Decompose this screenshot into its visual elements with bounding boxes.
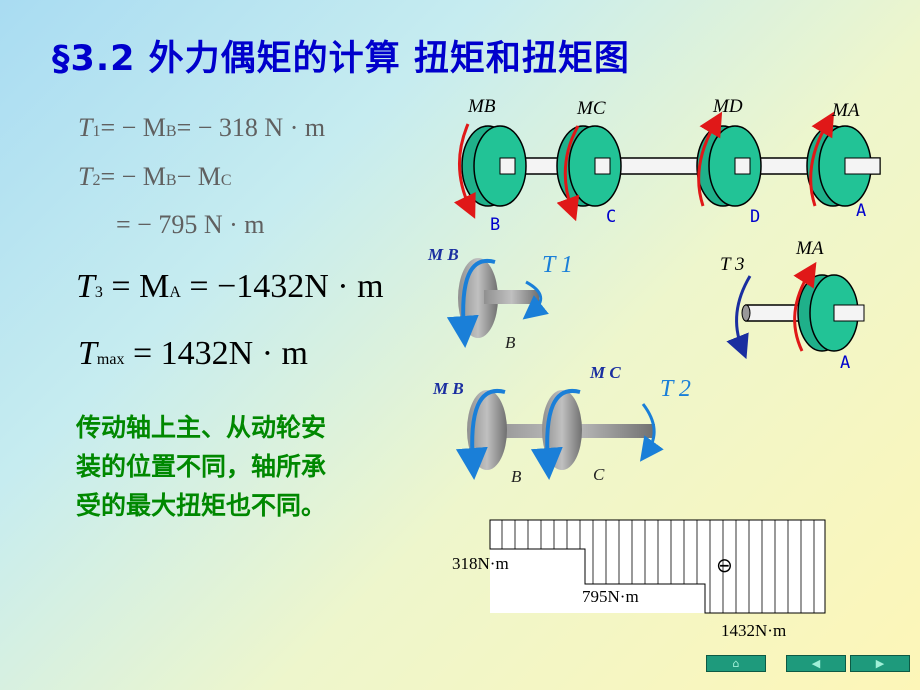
label-mb-fb3: M B (432, 379, 464, 398)
free-body-b: M B T 1 B (427, 245, 573, 352)
pulley-a (806, 125, 881, 207)
pulley-b (461, 125, 527, 207)
moment-arrow-mb (446, 258, 496, 348)
equation-t2: T2= − MB− MC (78, 162, 232, 191)
label-ma-fb2: MA (795, 238, 824, 259)
torque-arrow-t1 (522, 280, 549, 320)
torque-arrow-t3 (726, 275, 752, 360)
label-c-fb3: C (593, 465, 605, 484)
equation-t2-result: = − 795 N · m (116, 210, 265, 239)
explanation-note: 传动轴上主、从动轮安装的位置不同，轴所承受的最大扭矩也不同。 (76, 413, 327, 520)
label-pulley-d: D (750, 207, 760, 227)
label-b-fb1: B (505, 333, 516, 352)
pulley-c (556, 125, 622, 207)
next-button[interactable]: ▶ (850, 655, 910, 672)
page-title: §3.2 外力偶矩的计算 扭矩和扭矩图 (52, 39, 630, 79)
label-1432: 1432N·m (721, 621, 786, 640)
label-mc: MC (576, 98, 606, 119)
label-a-fb2: A (840, 353, 850, 373)
home-button[interactable]: ⌂ (706, 655, 766, 672)
torque-diagram: ⊖ 318N·m 795N·m 1432N·m (452, 519, 826, 640)
free-body-bc: M B M C T 2 B C (432, 363, 691, 486)
shaft-diagram: MB MC MD MA B C D A (454, 96, 881, 235)
label-t3: T 3 (720, 254, 744, 275)
prev-button[interactable]: ◀ (786, 655, 846, 672)
moment-arrow-b (454, 123, 476, 219)
moment-arrow-d (697, 111, 723, 207)
label-pulley-c: C (606, 207, 616, 227)
torque-arrow-t2 (639, 403, 664, 462)
torque-hatching (501, 520, 815, 613)
label-318: 318N·m (452, 554, 509, 573)
equation-t3: T3 = MA = −1432N · m (76, 268, 384, 305)
pulley-d (696, 125, 762, 207)
label-mb: MB (467, 96, 496, 117)
label-pulley-a: A (856, 201, 866, 221)
label-t1: T 1 (542, 252, 573, 278)
label-mb-fb1: M B (427, 245, 459, 264)
moment-arrow-a (809, 111, 835, 207)
moment-arrow-mc-fb3 (530, 388, 581, 480)
moment-arrow-ma-fb2 (793, 261, 817, 352)
moment-arrow-mb-fb3 (455, 388, 506, 480)
equation-tmax: Tmax = 1432N · m (78, 335, 308, 372)
negative-sign-icon: ⊖ (716, 553, 733, 577)
free-body-a: T 3 MA A (720, 238, 865, 373)
equation-t1: T1= − MB= − 318 N · m (78, 113, 326, 142)
moment-arrow-c (556, 125, 580, 222)
label-mc-fb3: M C (589, 363, 621, 382)
label-795: 795N·m (582, 587, 639, 606)
label-t2: T 2 (660, 376, 691, 402)
label-b-fb3: B (511, 467, 522, 486)
label-pulley-b: B (490, 215, 500, 235)
label-ma: MA (831, 100, 860, 121)
label-md: MD (712, 96, 743, 117)
